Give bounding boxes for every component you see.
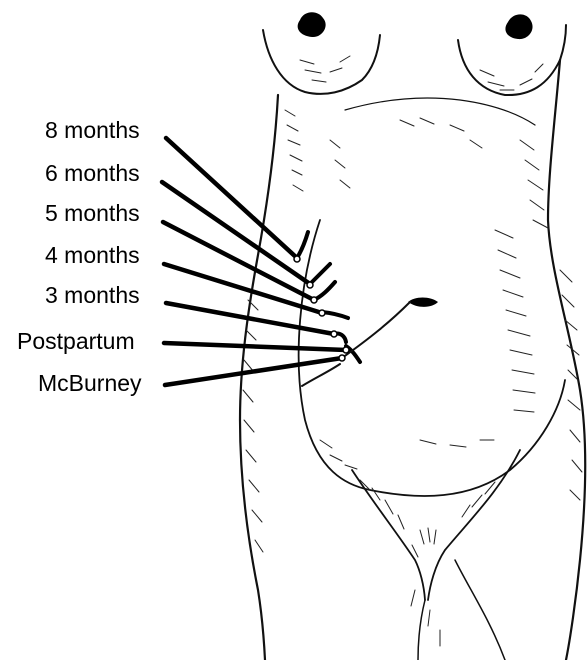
mcburney-point-line xyxy=(342,302,410,358)
label-3-months: 3 months xyxy=(45,282,140,308)
navel xyxy=(408,298,438,307)
incision-6-months xyxy=(310,264,330,284)
labels: 8 months 6 months 5 months 4 months 3 mo… xyxy=(17,117,142,396)
label-8-months: 8 months xyxy=(45,117,140,143)
label-postpartum: Postpartum xyxy=(17,328,135,354)
nipples xyxy=(298,12,533,39)
label-5-months: 5 months xyxy=(45,200,140,226)
incision-8-months xyxy=(297,232,308,258)
leader-lines xyxy=(162,138,346,385)
label-mcburney: McBurney xyxy=(38,370,142,396)
label-6-months: 6 months xyxy=(45,160,140,186)
leader-postpartum xyxy=(164,343,346,350)
torso-outline xyxy=(240,25,585,660)
label-4-months: 4 months xyxy=(45,242,140,268)
mcburney-incision xyxy=(302,364,340,386)
incision-4-months xyxy=(322,312,348,318)
leader-mcburney xyxy=(165,358,342,385)
incision-5-months xyxy=(314,282,335,300)
